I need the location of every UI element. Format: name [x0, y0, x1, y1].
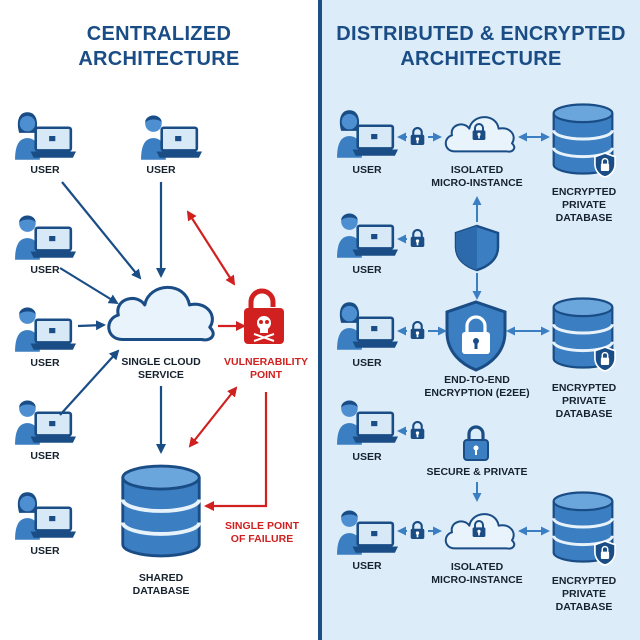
- micro-instance-label: ISOLATED MICRO-INSTANCE: [422, 164, 532, 190]
- e2ee-label-line1: END-TO-END: [444, 374, 510, 386]
- e2ee-shield-icon: [445, 300, 507, 372]
- lock-icon: [409, 229, 426, 248]
- user-icon: [336, 300, 398, 352]
- user-label: USER: [30, 264, 60, 276]
- lock-icon: [409, 127, 426, 146]
- user-label: USER: [30, 545, 60, 557]
- lock-icon: [463, 425, 489, 461]
- encrypted-database-label: ENCRYPTED PRIVATE DATABASE: [534, 382, 634, 421]
- cloud-label-line1: SINGLE CLOUD: [121, 356, 201, 368]
- instance-label-line1: ISOLATED: [450, 164, 504, 176]
- left-title-line2: ARCHITECTURE: [78, 48, 240, 70]
- user-icon: [140, 114, 202, 162]
- shield-lock-icon: [594, 346, 616, 372]
- micro-instance-label: ISOLATED MICRO-INSTANCE: [422, 561, 532, 587]
- e2ee-label: END-TO-END ENCRYPTION (E2EE): [414, 374, 540, 400]
- instance-label-line2: MICRO-INSTANCE: [431, 574, 523, 586]
- user-icon: [14, 490, 76, 542]
- user-icon: [14, 110, 76, 162]
- user-icon: [336, 108, 398, 160]
- encrypted-database-label: ENCRYPTED PRIVATE DATABASE: [534, 186, 634, 225]
- left-title-line1: CENTRALIZED: [86, 23, 232, 45]
- enc-db-label-line2: PRIVATE: [562, 199, 606, 211]
- enc-db-label-line3: DATABASE: [555, 408, 613, 420]
- user-label: USER: [146, 164, 176, 176]
- flow-arrow: [77, 320, 106, 331]
- enc-db-label-line1: ENCRYPTED: [551, 575, 617, 587]
- single-point-of-failure-label: SINGLE POINT OF FAILURE: [212, 520, 312, 546]
- vulnerability-lock-icon: [244, 288, 284, 344]
- vulnerability-label: VULNERABILITY POINT: [216, 356, 316, 382]
- user-icon: [336, 509, 398, 557]
- lock-icon: [409, 521, 426, 540]
- user-label: USER: [352, 357, 382, 369]
- database-icon: [120, 464, 202, 558]
- user-label: USER: [30, 357, 60, 369]
- cloud-icon: [107, 285, 215, 342]
- shield-lock-icon: [594, 152, 616, 178]
- user-label: USER: [352, 164, 382, 176]
- right-title-line2: ARCHITECTURE: [400, 48, 562, 70]
- user-label: USER: [30, 450, 60, 462]
- shield-icon: [454, 224, 500, 272]
- flow-arrow: [61, 181, 142, 280]
- user-label: USER: [352, 560, 382, 572]
- user-icon: [14, 306, 76, 354]
- e2ee-label-line2: ENCRYPTION (E2EE): [424, 387, 530, 399]
- shared-db-label-line2: DATABASE: [132, 585, 190, 597]
- enc-db-label-line2: PRIVATE: [562, 588, 606, 600]
- vulnerability-label-line2: POINT: [249, 369, 283, 381]
- spof-label-line2: OF FAILURE: [230, 533, 294, 545]
- vulnerability-label-line1: VULNERABILITY: [224, 356, 308, 368]
- user-label: USER: [352, 451, 382, 463]
- right-title: DISTRIBUTED & ENCRYPTED ARCHITECTURE: [322, 22, 640, 72]
- cloud-service-label: SINGLE CLOUD SERVICE: [101, 356, 221, 382]
- shared-db-label-line1: SHARED: [138, 572, 184, 584]
- left-title: CENTRALIZED ARCHITECTURE: [0, 22, 318, 72]
- enc-db-label-line1: ENCRYPTED: [551, 186, 617, 198]
- flow-arrow: [59, 349, 120, 416]
- panel-divider: [318, 0, 322, 640]
- shield-lock-icon: [594, 540, 616, 566]
- encrypted-database-label: ENCRYPTED PRIVATE DATABASE: [534, 575, 634, 614]
- threat-arrow: [188, 386, 238, 448]
- flow-arrow: [59, 267, 119, 305]
- user-icon: [336, 212, 398, 260]
- enc-db-label-line3: DATABASE: [555, 601, 613, 613]
- shared-database-label: SHARED DATABASE: [111, 572, 211, 598]
- spof-label-line1: SINGLE POINT: [224, 520, 300, 532]
- enc-db-label-line1: ENCRYPTED: [551, 382, 617, 394]
- lock-icon: [409, 421, 426, 440]
- enc-db-label-line2: PRIVATE: [562, 395, 606, 407]
- enc-db-label-line3: DATABASE: [555, 212, 613, 224]
- lock-icon: [409, 321, 426, 340]
- user-icon: [336, 399, 398, 447]
- right-title-line1: DISTRIBUTED & ENCRYPTED: [336, 23, 626, 45]
- user-label: USER: [30, 164, 60, 176]
- failure-arrow: [204, 392, 268, 511]
- cloud-label-line2: SERVICE: [138, 369, 184, 381]
- instance-label-line2: MICRO-INSTANCE: [431, 177, 523, 189]
- threat-arrow: [186, 210, 236, 286]
- secure-private-label: SECURE & PRIVATE: [426, 466, 528, 478]
- instance-label-line1: ISOLATED: [450, 561, 504, 573]
- user-label: USER: [352, 264, 382, 276]
- user-icon: [14, 214, 76, 262]
